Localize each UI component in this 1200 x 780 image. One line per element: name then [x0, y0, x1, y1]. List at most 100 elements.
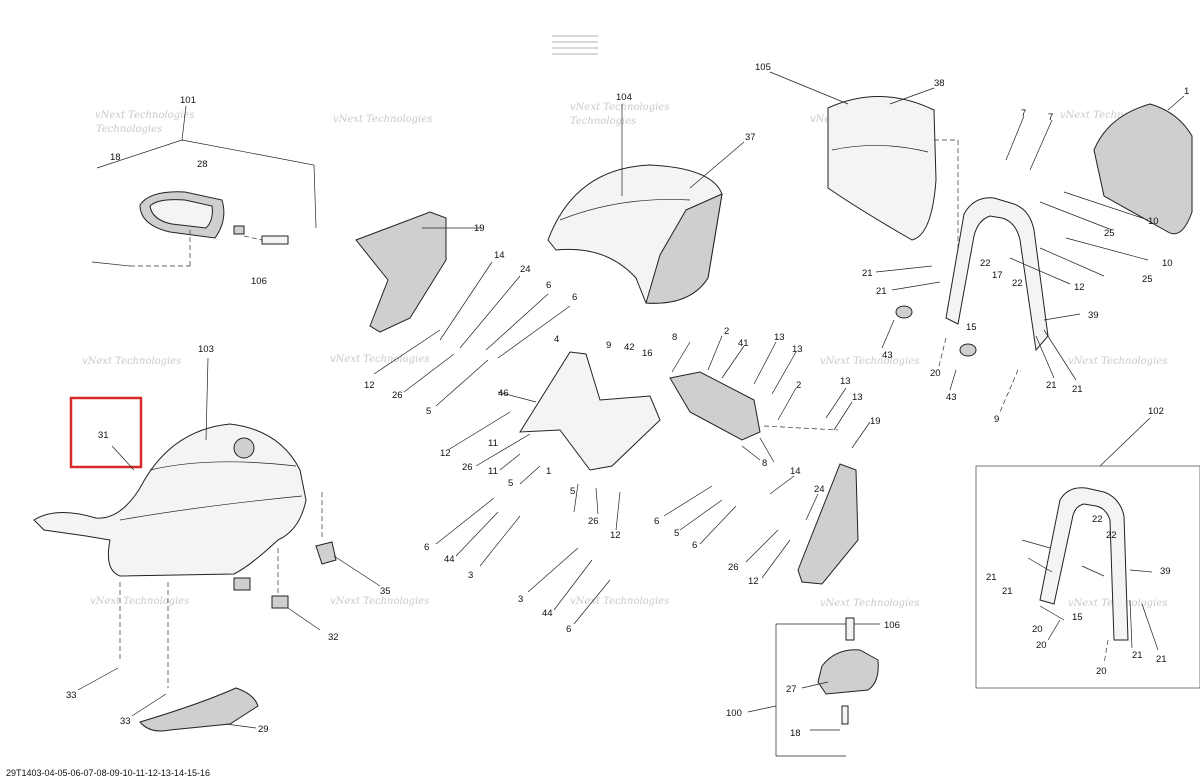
- callout-14: 14: [790, 466, 801, 477]
- callout-24: 24: [814, 484, 825, 495]
- callout-21: 21: [1002, 586, 1013, 597]
- callout-31: 31: [98, 430, 109, 441]
- callout-12: 12: [610, 530, 621, 541]
- callout-12: 12: [1074, 282, 1085, 293]
- watermark: vNext Technologies: [1068, 356, 1167, 367]
- callout-labels: 101 18 28 106 104 37 19 105 38 1 7 7 10 …: [66, 62, 1189, 739]
- callout-22: 22: [1012, 278, 1023, 289]
- callout-100: 100: [726, 708, 742, 719]
- callout-104: 104: [616, 92, 632, 103]
- callout-8: 8: [762, 458, 767, 469]
- callout-2: 2: [796, 380, 801, 391]
- callout-3: 3: [518, 594, 523, 605]
- callout-21: 21: [1046, 380, 1057, 391]
- callout-6: 6: [654, 516, 659, 527]
- callout-13: 13: [792, 344, 803, 355]
- callout-19: 19: [474, 223, 485, 234]
- callout-39: 39: [1088, 310, 1099, 321]
- watermark: vNext Technologies: [333, 114, 432, 125]
- callout-33: 33: [120, 716, 131, 727]
- callout-21: 21: [986, 572, 997, 583]
- callout-12: 12: [364, 380, 375, 391]
- callout-38: 38: [934, 78, 945, 89]
- callout-26: 26: [588, 516, 599, 527]
- inset-frame: [975, 465, 1200, 689]
- callout-41: 41: [738, 338, 749, 349]
- callout-35: 35: [380, 586, 391, 597]
- callout-7: 7: [1048, 112, 1053, 123]
- rider-seat-103: [33, 357, 381, 732]
- callout-20: 20: [1096, 666, 1107, 677]
- callout-13: 13: [774, 332, 785, 343]
- callout-44: 44: [444, 554, 455, 565]
- callout-5: 5: [570, 486, 575, 497]
- callout-11: 11: [488, 466, 498, 477]
- highlight-box: [69, 396, 143, 469]
- callout-25: 25: [1104, 228, 1115, 239]
- callout-26: 26: [462, 462, 473, 473]
- watermark: vNext Technologies: [1060, 110, 1159, 121]
- callout-21: 21: [862, 268, 873, 279]
- callout-5: 5: [674, 528, 679, 539]
- callout-32: 32: [328, 632, 339, 643]
- callout-6: 6: [572, 292, 577, 303]
- callout-33: 33: [66, 690, 77, 701]
- callout-46: 46: [498, 388, 509, 399]
- callout-13: 13: [840, 376, 851, 387]
- callout-16: 16: [642, 348, 653, 359]
- callout-17: 17: [992, 270, 1003, 281]
- callout-11: 11: [488, 438, 498, 449]
- callout-5: 5: [426, 406, 431, 417]
- callout-18: 18: [790, 728, 801, 739]
- watermark: Technologies: [96, 124, 162, 135]
- callout-10: 10: [1148, 216, 1159, 227]
- callout-15: 15: [1072, 612, 1083, 623]
- callout-1: 1: [1184, 86, 1189, 97]
- callout-26: 26: [392, 390, 403, 401]
- callout-106: 106: [884, 620, 900, 631]
- callout-43: 43: [946, 392, 957, 403]
- callout-29: 29: [258, 724, 269, 735]
- callout-105: 105: [755, 62, 771, 73]
- callout-25: 25: [1142, 274, 1153, 285]
- callout-10: 10: [1162, 258, 1173, 269]
- callout-2: 2: [724, 326, 729, 337]
- callout-3: 3: [468, 570, 473, 581]
- callout-43: 43: [882, 350, 893, 361]
- callout-21: 21: [1156, 654, 1167, 665]
- watermark: Technologies: [570, 116, 636, 127]
- callout-18: 18: [110, 152, 121, 163]
- backrest-frame-kit-102: [975, 417, 1200, 689]
- callout-6: 6: [566, 624, 571, 635]
- watermark: vNext Technologies: [330, 596, 429, 607]
- callout-103: 103: [198, 344, 214, 355]
- callout-20: 20: [1032, 624, 1043, 635]
- watermark: vNext Technologies: [330, 354, 429, 365]
- callout-7: 7: [1021, 108, 1026, 119]
- callout-22: 22: [980, 258, 991, 269]
- callout-6: 6: [692, 540, 697, 551]
- backrest-pad-105: [769, 71, 959, 270]
- footrest-assembly-100: [747, 617, 880, 757]
- watermark: vNext Technologies: [570, 596, 669, 607]
- callout-5: 5: [508, 478, 513, 489]
- callout-28: 28: [197, 159, 208, 170]
- callout-39: 39: [1160, 566, 1171, 577]
- callout-106: 106: [251, 276, 267, 287]
- footrest-assembly-101: [91, 105, 317, 267]
- callout-9: 9: [994, 414, 999, 425]
- callout-24: 24: [520, 264, 531, 275]
- passenger-seat-104: [547, 104, 745, 304]
- watermark: vNext Technologies: [95, 110, 194, 121]
- callout-42: 42: [624, 342, 635, 353]
- callout-26: 26: [728, 562, 739, 573]
- header-logo-mark: [552, 35, 598, 55]
- callout-20: 20: [930, 368, 941, 379]
- callout-20: 20: [1036, 640, 1047, 651]
- callout-27: 27: [786, 684, 797, 695]
- watermark: vNext Technologies: [820, 598, 919, 609]
- callout-8: 8: [672, 332, 677, 343]
- callout-4: 4: [554, 334, 559, 345]
- callout-21: 21: [1132, 650, 1143, 661]
